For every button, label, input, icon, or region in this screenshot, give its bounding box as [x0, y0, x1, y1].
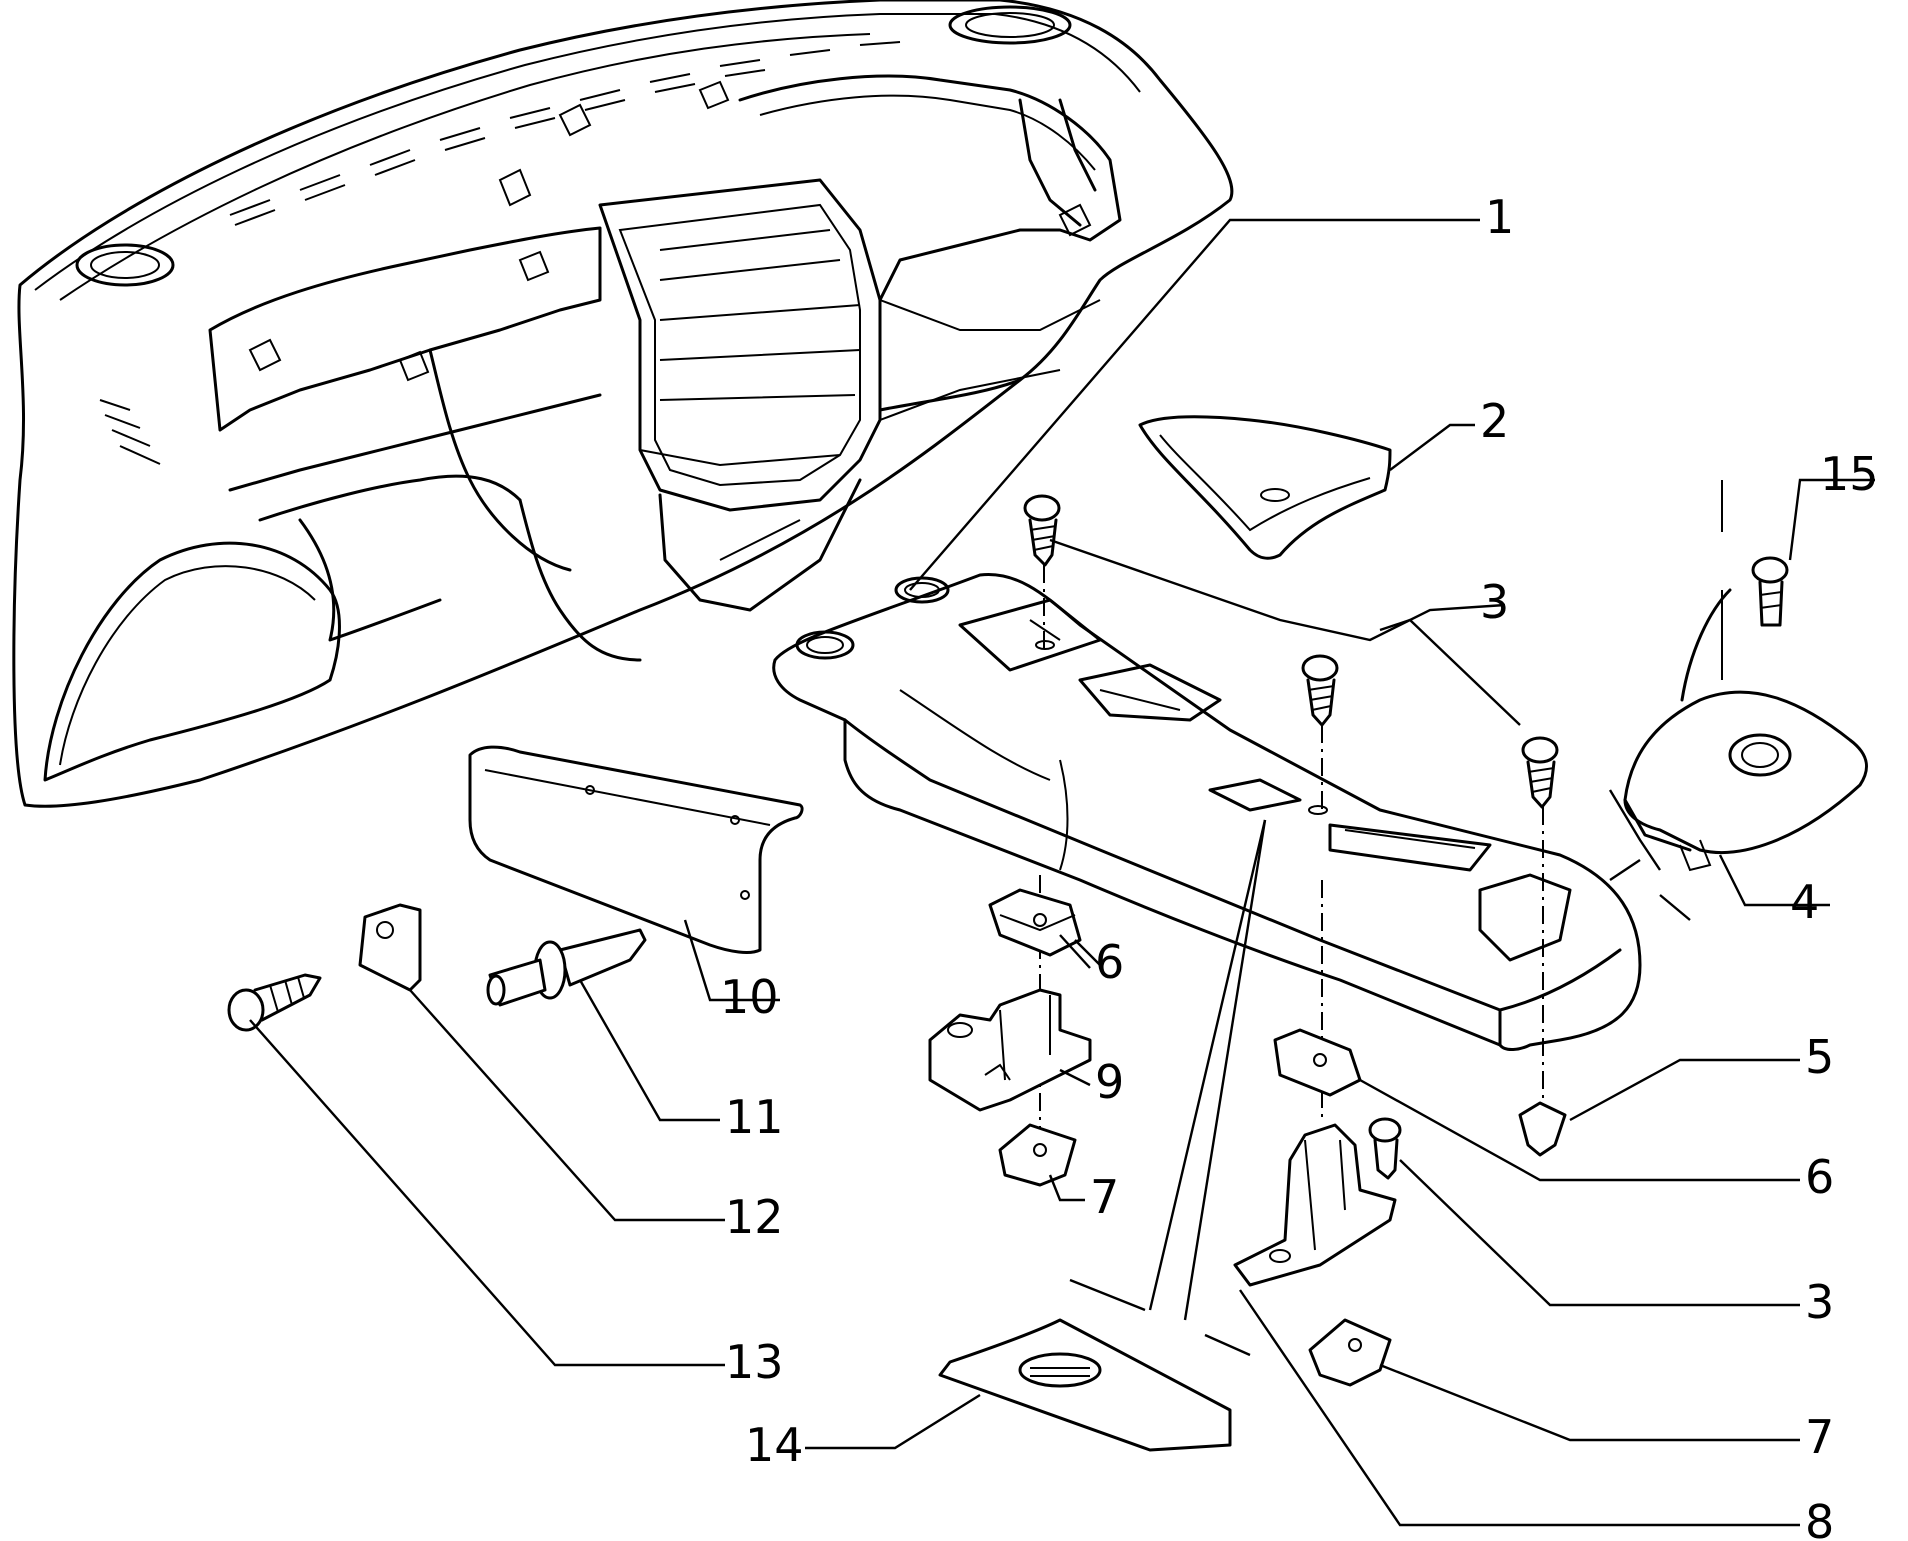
- screw-15: [1751, 556, 1789, 627]
- callout-6: 6: [1095, 935, 1124, 989]
- part-2-cover: [1138, 415, 1392, 560]
- callout-numbers: 1 2 3 15 4 6 10 9 5 11 6 7 12 3 13 7 14 …: [720, 190, 1879, 1541]
- callout-1: 1: [1485, 190, 1514, 244]
- callout-9: 9: [1095, 1055, 1124, 1109]
- callout-12: 12: [725, 1190, 784, 1244]
- callout-15: 15: [1820, 447, 1879, 501]
- mat-14: [938, 1318, 1232, 1452]
- part-10-side-panel: [468, 745, 804, 954]
- screw-3-upper: [1023, 494, 1061, 567]
- callout-2: 2: [1480, 394, 1509, 448]
- callout-6: 6: [1805, 1150, 1834, 1204]
- bracket-9: [928, 988, 1092, 1112]
- pin-11: [486, 928, 647, 1007]
- part-4-housing: [1623, 480, 1869, 872]
- screw-3-lower: [1368, 1117, 1402, 1180]
- screw-3-middle: [1301, 654, 1339, 727]
- callout-3: 3: [1805, 1275, 1834, 1329]
- leader-lines: [249, 218, 1875, 1527]
- clip-7-lower-right: [1308, 1318, 1392, 1387]
- dashboard-panel: [12, 0, 1234, 808]
- clip-7-lower-left: [998, 1123, 1077, 1187]
- clip-6-upper: [988, 888, 1082, 957]
- bracket-8: [1233, 1123, 1397, 1287]
- callout-14: 14: [745, 1418, 804, 1472]
- callout-3: 3: [1480, 575, 1509, 629]
- clip-12: [358, 903, 422, 992]
- callout-11: 11: [725, 1090, 784, 1144]
- plug-5: [1518, 1101, 1567, 1157]
- callout-10: 10: [720, 970, 779, 1024]
- center-console: [772, 572, 1642, 1051]
- callout-8: 8: [1805, 1495, 1834, 1541]
- screw-3-right: [1521, 736, 1559, 809]
- callout-7: 7: [1090, 1170, 1119, 1224]
- screw-13: [227, 973, 322, 1032]
- callout-4: 4: [1790, 875, 1819, 929]
- callout-5: 5: [1805, 1030, 1834, 1084]
- clip-6-lower: [1273, 1028, 1362, 1097]
- callout-13: 13: [725, 1335, 784, 1389]
- callout-7: 7: [1805, 1410, 1834, 1464]
